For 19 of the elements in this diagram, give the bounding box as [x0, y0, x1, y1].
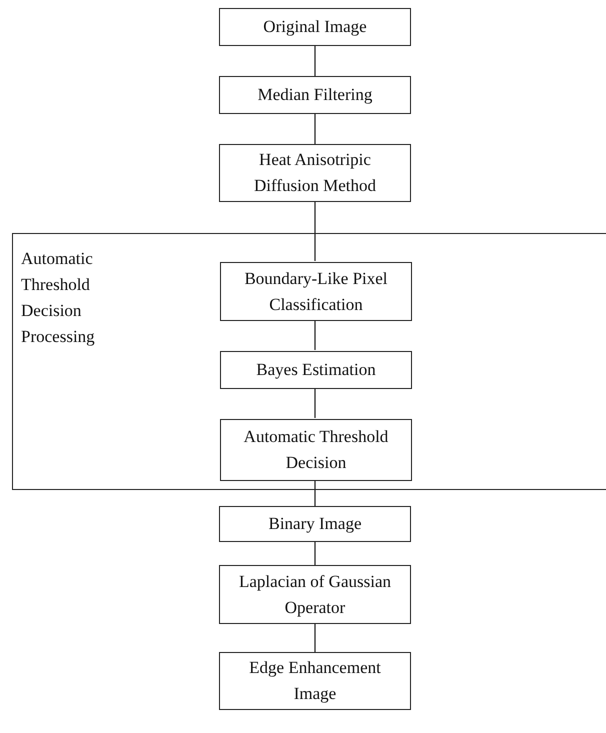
- connector-line: [314, 46, 316, 76]
- process-box: Laplacian of Gaussian Operator: [219, 565, 411, 624]
- process-box: Median Filtering: [219, 76, 411, 114]
- connector-line: [314, 114, 316, 144]
- process-box: Heat Anisotripic Diffusion Method: [219, 144, 411, 202]
- connector-line: [314, 388, 316, 418]
- process-box: Binary Image: [219, 506, 411, 542]
- connector-line: [314, 480, 316, 506]
- connector-line: [314, 542, 316, 565]
- group-label: Automatic Threshold Decision Processing: [21, 248, 96, 348]
- process-box: Automatic Threshold Decision: [220, 419, 412, 481]
- process-box: Boundary-Like Pixel Classification: [220, 262, 412, 321]
- connector-line: [314, 624, 316, 652]
- process-box: Original Image: [219, 8, 411, 46]
- connector-line: [314, 202, 316, 261]
- connector-line: [314, 320, 316, 350]
- process-box: Edge Enhancement Image: [219, 652, 411, 710]
- process-box: Bayes Estimation: [220, 351, 412, 389]
- group-frame: [12, 233, 606, 490]
